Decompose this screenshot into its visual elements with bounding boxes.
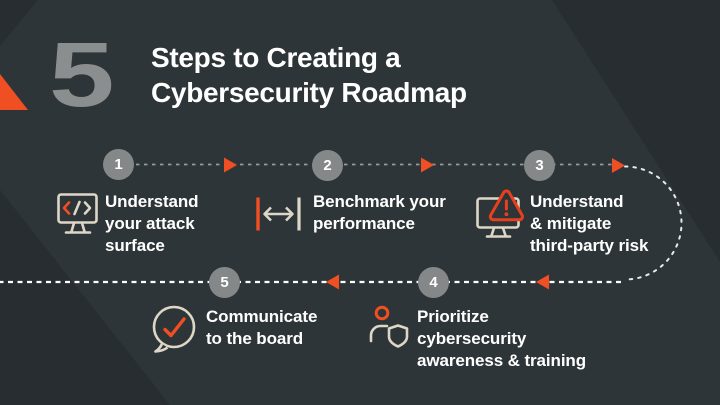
arrow-right-icon [224,157,237,173]
arrow-right-icon [421,157,434,173]
title-line-2: Cybersecurity Roadmap [151,77,467,108]
step-4-label: Prioritize cybersecurity awareness & tra… [417,306,586,372]
big-number-5: 5 [49,24,115,126]
width-arrows-icon [255,196,302,237]
step-5-label-line: to the board [206,329,304,348]
monitor-warning-icon [476,189,528,246]
step-4-number-badge: 4 [418,267,449,298]
accent-triangle-left-edge [0,74,28,110]
step-1-label-line: your attack [105,214,195,233]
step-4-label-line: cybersecurity [417,329,527,348]
step-5-label: Communicate to the board [206,306,317,350]
title-line-1: Steps to Creating a [151,42,401,73]
step-1-number-badge: 1 [103,149,134,180]
corner-shape-bottom-left [0,190,170,405]
page-title: Steps to Creating a Cybersecurity Roadma… [151,40,467,110]
step-2-number-badge: 2 [312,150,343,181]
arrow-left-icon [326,274,339,290]
step-1-label: Understand your attack surface [105,191,199,257]
step-3-label: Understand & mitigate third-party risk [530,191,648,257]
step-2-label-line: performance [313,214,415,233]
step-1-label-line: surface [105,236,165,255]
step-3-label-line: third-party risk [530,236,649,255]
corner-shape-top-right [552,0,720,262]
step-4-label-line: Prioritize [417,307,489,326]
step-3-number-badge: 3 [524,150,555,181]
chat-check-icon [150,304,198,359]
arrow-left-icon [536,274,549,290]
step-3-label-line: Understand [530,192,624,211]
step-4-label-line: awareness & training [417,351,587,370]
step-3-label-line: & mitigate [530,214,612,233]
step-5-label-line: Communicate [206,307,318,326]
step-2-label-line: Benchmark your [313,192,446,211]
person-shield-icon [369,305,409,354]
arrow-right-icon [612,158,625,173]
corner-shape-top-left [0,0,38,46]
monitor-code-icon [57,193,99,244]
curve-dashed-arc [624,165,683,281]
step-5-number-badge: 5 [209,267,240,298]
step-2-label: Benchmark your performance [313,191,446,235]
step-1-label-line: Understand [105,192,199,211]
